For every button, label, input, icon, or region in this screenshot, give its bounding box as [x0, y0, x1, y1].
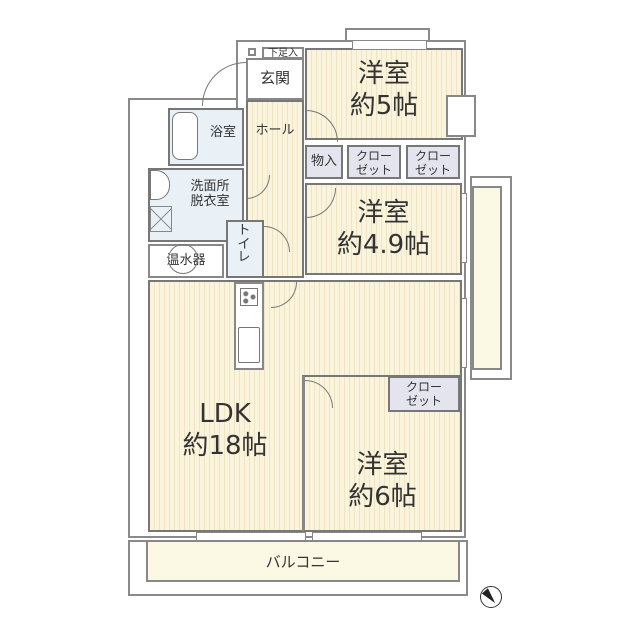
- small-square: [248, 48, 256, 56]
- bathroom-label: 浴室: [209, 125, 236, 140]
- hall-label: ホール: [255, 123, 295, 138]
- western-room-3-name: 洋室: [356, 450, 409, 480]
- window-room2-side[interactable]: [461, 193, 467, 263]
- closet-2: クロー ゼット: [406, 145, 460, 179]
- western-room-1-size: 約5帖: [349, 91, 419, 121]
- closet-3: クロー ゼット: [388, 376, 460, 412]
- north-arrow-icon: [480, 586, 502, 608]
- closet-1-label: クロー ゼット: [355, 149, 392, 177]
- closet-1: クロー ゼット: [347, 145, 401, 179]
- western-room-3-size: 約6帖: [348, 482, 417, 512]
- toilet: トイレ: [226, 220, 264, 278]
- balcony-label: バルコニー: [265, 553, 341, 571]
- water-heater-icon: [168, 244, 198, 274]
- storage: 物入: [305, 145, 343, 179]
- washing-machine-icon: [150, 206, 172, 232]
- bathtub-icon: [172, 112, 198, 160]
- entrance-door[interactable]: [202, 62, 246, 106]
- western-room-2-size: 約4.9帖: [336, 230, 431, 260]
- washroom-label: 洗面所 脱衣室: [190, 179, 230, 209]
- toilet-label: トイレ: [237, 223, 251, 266]
- shoe-storage: 下足入: [262, 47, 304, 59]
- closet-3-label: クロー ゼット: [405, 380, 442, 408]
- ldk-size: 約18帖: [182, 431, 268, 461]
- side-balcony: [472, 186, 502, 370]
- stove-icon: [240, 288, 258, 306]
- storage-label: 物入: [310, 154, 337, 169]
- window-room1-top[interactable]: [352, 40, 427, 50]
- closet-2-label: クロー ゼット: [414, 149, 451, 177]
- sink-icon: [238, 327, 260, 363]
- shoe-storage-label: 下足入: [268, 48, 298, 59]
- room1-notch: [446, 95, 476, 137]
- entrance-label: 玄関: [259, 69, 290, 87]
- western-room-1-name: 洋室: [357, 59, 410, 89]
- western-room-2-name: 洋室: [357, 198, 410, 228]
- ldk-name: LDK: [199, 399, 251, 429]
- balcony: バルコニー: [146, 540, 460, 582]
- entrance: 玄関: [246, 58, 304, 100]
